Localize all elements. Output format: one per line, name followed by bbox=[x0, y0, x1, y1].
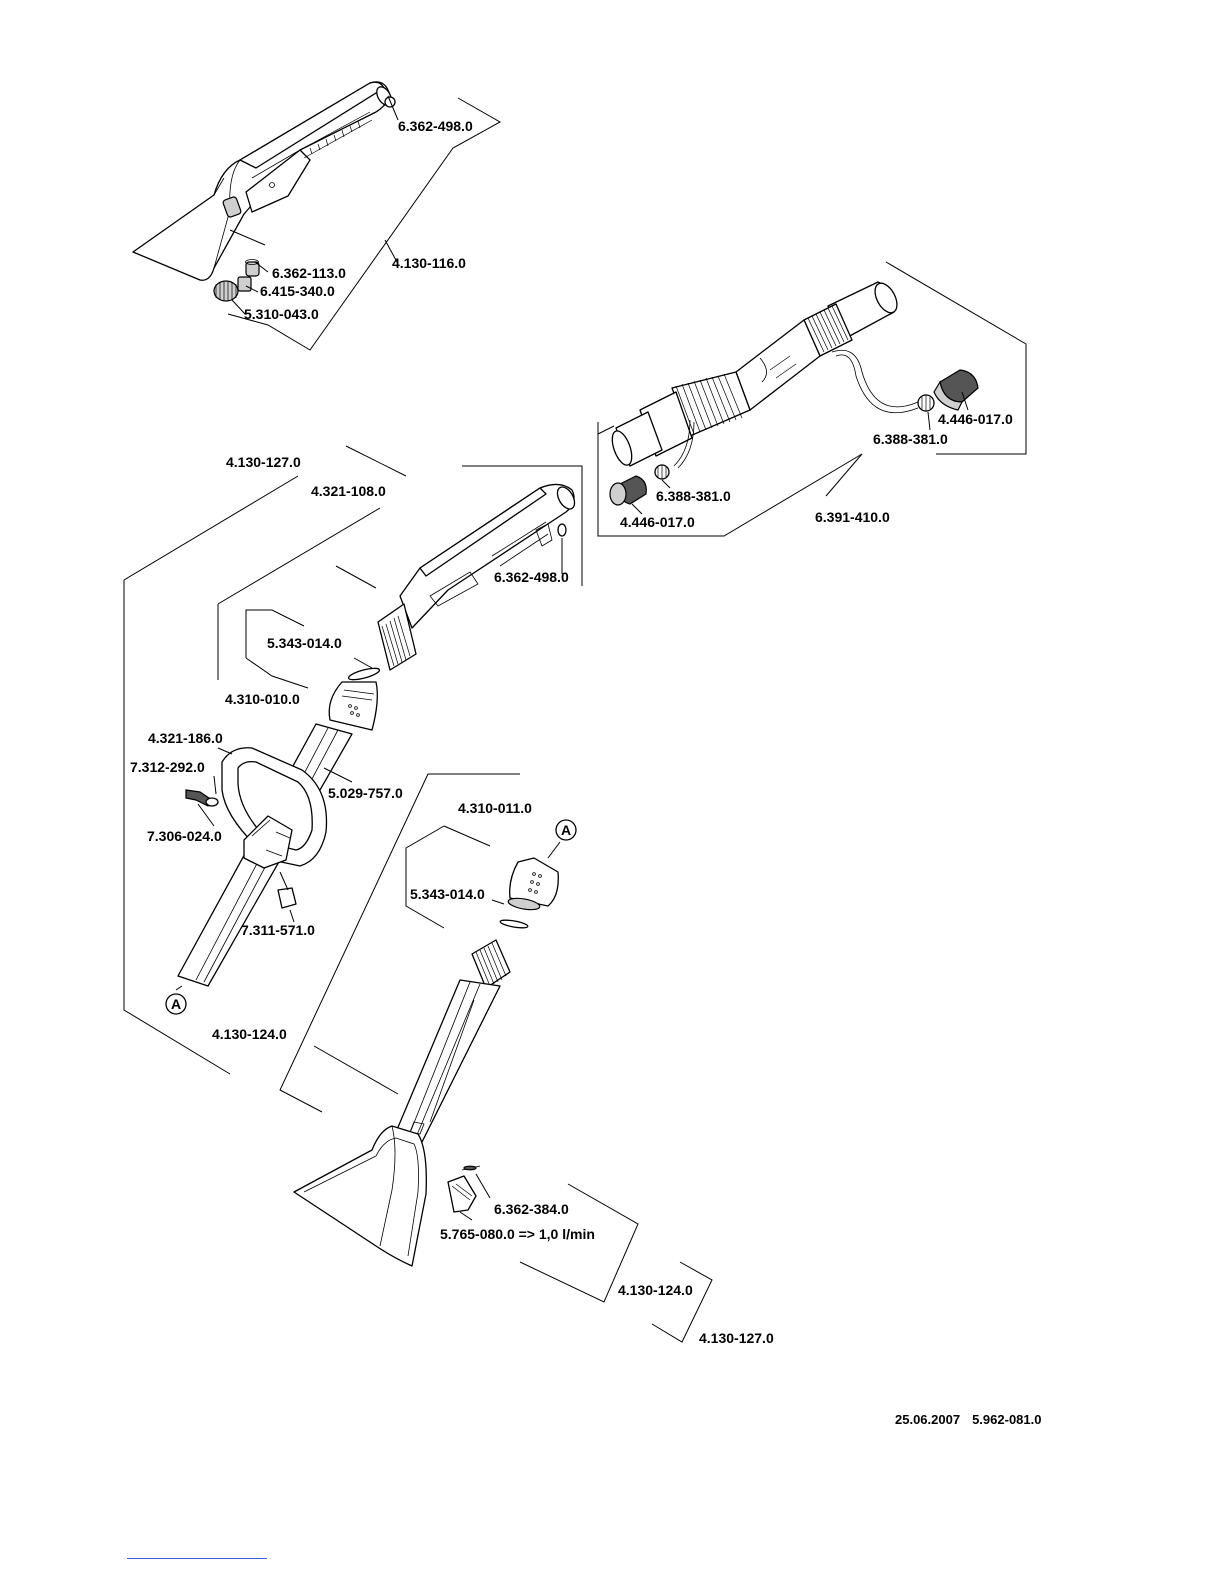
label-hose-nut-left: 6.388-381.0 bbox=[656, 488, 731, 504]
label-nozzle-assembly-left: 4.130-124.0 bbox=[212, 1026, 287, 1042]
label-grip: 4.321-186.0 bbox=[148, 730, 223, 746]
label-handle: 4.321-108.0 bbox=[311, 483, 386, 499]
label-lower-seal: 5.343-014.0 bbox=[410, 886, 485, 902]
label-hose-assembly: 6.391-410.0 bbox=[815, 509, 890, 525]
label-hose-coupling-left: 4.446-017.0 bbox=[620, 514, 695, 530]
label-top-oring: 6.362-498.0 bbox=[398, 118, 473, 134]
label-nozzle-oring: 6.362-384.0 bbox=[494, 1201, 569, 1217]
footer: 25.06.2007 5.962-081.0 bbox=[895, 1412, 1053, 1427]
label-nozzle-assembly-right: 4.130-124.0 bbox=[618, 1282, 693, 1298]
bottom-rule bbox=[127, 1558, 267, 1559]
label-hose-nut-right: 6.388-381.0 bbox=[873, 431, 948, 447]
label-top-valve-seal: 6.362-113.0 bbox=[272, 265, 346, 281]
label-grip-washer: 7.312-292.0 bbox=[130, 759, 205, 775]
label-grip-screw: 7.306-024.0 bbox=[147, 828, 222, 844]
footer-doc-number: 5.962-081.0 bbox=[972, 1412, 1042, 1427]
label-upper-seal: 5.343-014.0 bbox=[267, 635, 342, 651]
label-hose-coupling-right: 4.446-017.0 bbox=[938, 411, 1013, 427]
label-main-assembly: 4.130-127.0 bbox=[226, 454, 301, 470]
label-grip-nut: 7.311-571.0 bbox=[241, 922, 315, 938]
label-tube: 5.029-757.0 bbox=[328, 785, 403, 801]
part-labels: 6.362-498.0 6.362-113.0 6.415-340.0 5.31… bbox=[130, 118, 1013, 1346]
label-top-assembly: 4.130-116.0 bbox=[392, 255, 466, 271]
label-handle-oring: 6.362-498.0 bbox=[494, 569, 569, 585]
label-top-nozzle: 6.415-340.0 bbox=[260, 283, 335, 299]
label-main-assembly-right: 4.130-127.0 bbox=[699, 1330, 774, 1346]
label-top-knob: 5.310-043.0 bbox=[244, 306, 319, 322]
label-upper-lock: 4.310-010.0 bbox=[225, 691, 300, 707]
marker-a-bottom: A bbox=[561, 822, 571, 838]
label-lower-lock: 4.310-011.0 bbox=[458, 800, 532, 816]
label-jet: 5.765-080.0 => 1,0 l/min bbox=[440, 1226, 595, 1242]
main-hand-tool bbox=[123, 445, 583, 1075]
top-hand-tool bbox=[132, 81, 502, 351]
hose-assembly-drawing bbox=[597, 261, 1027, 537]
footer-date: 25.06.2007 bbox=[895, 1412, 961, 1427]
floor-nozzle bbox=[279, 773, 713, 1343]
marker-a-top: A bbox=[171, 996, 181, 1012]
